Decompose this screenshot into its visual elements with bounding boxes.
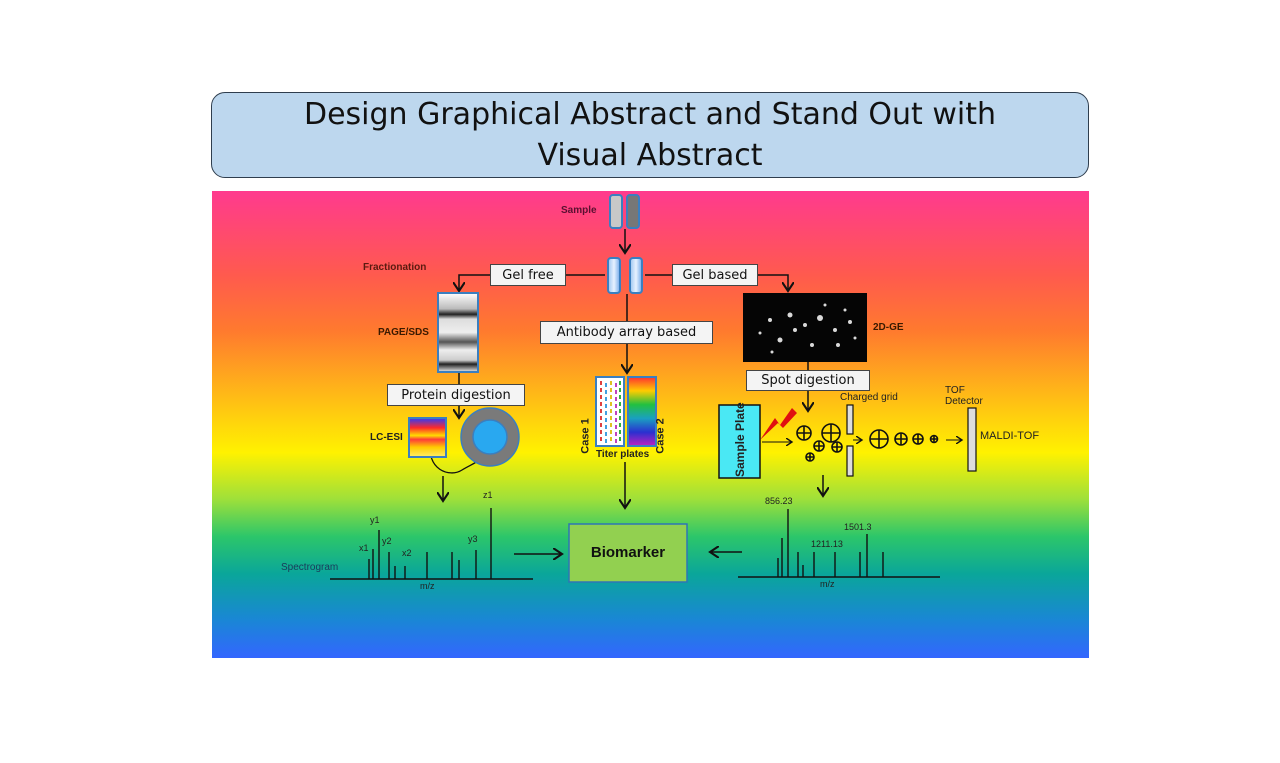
- titer-plate-case2: [627, 376, 657, 447]
- peak-y2: y2: [382, 536, 392, 546]
- maldi-tof-label: MALDI-TOF: [980, 430, 1040, 442]
- peak-x1: x1: [359, 543, 369, 553]
- mz-right-label: m/z: [820, 579, 835, 589]
- sample-label: Sample: [561, 205, 597, 216]
- 2d-gel-image: [743, 293, 867, 362]
- lc-esi-column: [408, 417, 447, 458]
- sample-plate: [718, 404, 761, 479]
- fractionation-label: Fractionation: [363, 262, 427, 273]
- case1-label: Case 1: [579, 418, 592, 454]
- peak-1501: 1501.3: [844, 522, 872, 532]
- biomarker-label: Biomarker: [590, 544, 666, 561]
- ions: [796, 423, 939, 462]
- gel-based-box: Gel based: [672, 264, 758, 286]
- titer-plates-label: Titer plates: [596, 449, 650, 460]
- sample-tubes: [607, 194, 643, 294]
- biomarker-box: [568, 523, 688, 583]
- charged-grid-label: Charged grid: [840, 392, 898, 403]
- antibody-array-box: Antibody array based: [540, 321, 713, 344]
- title-box: Design Graphical Abstract and Stand Out …: [211, 92, 1089, 178]
- tof-detector: [967, 407, 977, 472]
- spectrogram-left: [330, 508, 533, 580]
- 2d-ge-label: 2D-GE: [873, 322, 904, 333]
- case2-label: Case 2: [654, 418, 667, 454]
- mz-left-label: m/z: [420, 581, 435, 591]
- peak-1211: 1211.13: [811, 539, 843, 549]
- page-sds-label: PAGE/SDS: [378, 327, 429, 338]
- tof-detector-label: TOF Detector: [945, 385, 983, 407]
- page-title: Design Graphical Abstract and Stand Out …: [303, 97, 997, 173]
- peak-x2: x2: [402, 548, 412, 558]
- gel-free-box: Gel free: [490, 264, 566, 286]
- peak-y1: y1: [370, 515, 380, 525]
- spot-digestion-box: Spot digestion: [746, 370, 870, 391]
- protein-digestion-box: Protein digestion: [387, 384, 525, 406]
- spectrogram-right: [738, 509, 940, 578]
- peak-856: 856.23: [765, 496, 793, 506]
- charged-grid: [846, 404, 854, 477]
- peak-y3: y3: [468, 534, 478, 544]
- laser-bolt-icon: [760, 408, 797, 440]
- lc-esi-label: LC-ESI: [370, 432, 403, 443]
- spectrogram-label: Spectrogram: [281, 562, 339, 573]
- page-sds-gel: [437, 292, 479, 373]
- sample-plate-label: Sample Plate: [733, 402, 747, 477]
- peak-z1: z1: [483, 490, 493, 500]
